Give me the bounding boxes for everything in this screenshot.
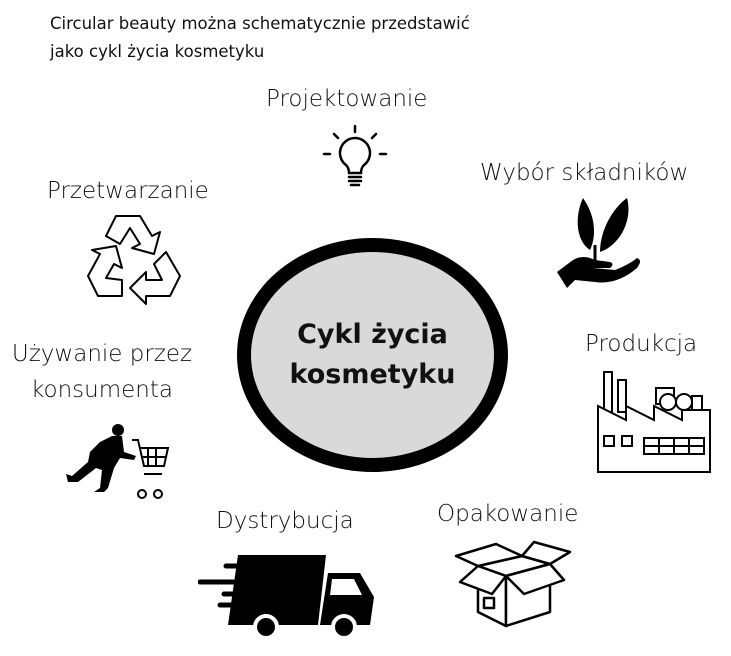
shopper-cart-icon	[66, 424, 170, 499]
lightbulb-icon	[322, 124, 388, 187]
stage-label-ingredients: Wybór składników	[480, 160, 689, 186]
stage-label-design: Projektowanie	[266, 86, 428, 112]
plant-in-hand-icon	[557, 198, 640, 288]
title-line-1: Circular beauty można schematycznie prze…	[50, 14, 470, 33]
delivery-truck-icon	[198, 555, 374, 640]
factory-icon	[597, 371, 711, 473]
title-line-2: jako cykl życia kosmetyku	[50, 42, 265, 61]
diagram-title: Circular beauty można schematycznie prze…	[50, 10, 470, 66]
stage-label-packaging: Opakowanie	[437, 501, 579, 527]
recycle-icon	[87, 215, 181, 305]
stage-label-processing: Przetwarzanie	[47, 178, 209, 204]
stage-label-distribution: Dystrybucja	[216, 508, 354, 534]
stage-label-production: Produkcja	[585, 331, 698, 357]
stage-label-usage: Używanie przez konsumenta	[11, 341, 193, 403]
open-box-icon	[454, 540, 572, 628]
